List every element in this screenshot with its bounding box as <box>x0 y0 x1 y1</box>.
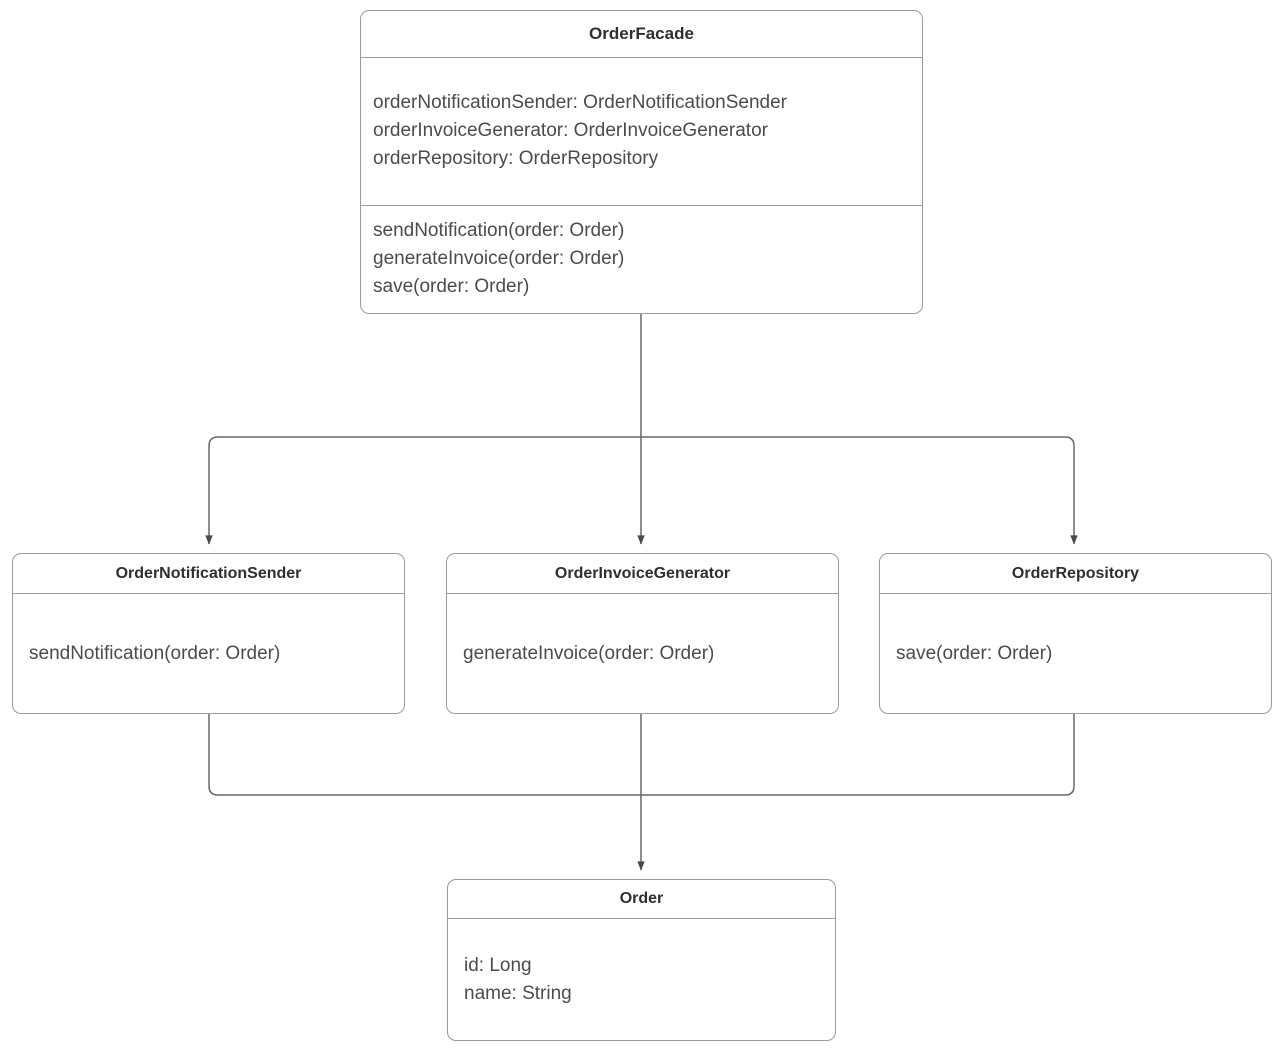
connector-notificationsender-to-order <box>208 714 641 796</box>
attribute-item: orderRepository: OrderRepository <box>373 148 659 170</box>
connector-facade-to-notificationsender <box>205 436 641 545</box>
attribute-item: id: Long <box>464 954 532 976</box>
class-box-order[interactable]: Order id: Long name: String <box>447 879 836 1041</box>
operation-item: sendNotification(order: Order) <box>373 220 625 242</box>
attribute-item: orderNotificationSender: OrderNotificati… <box>373 92 787 114</box>
operations-compartment-orderrepository: save(order: Order) <box>880 594 1271 713</box>
class-name-orderrepository: OrderRepository <box>880 554 1271 594</box>
operation-item: save(order: Order) <box>373 276 530 298</box>
operations-compartment-ordernotificationsender: sendNotification(order: Order) <box>13 594 404 713</box>
connector-facade-to-repository <box>641 436 1078 545</box>
attributes-compartment-order: id: Long name: String <box>448 919 835 1040</box>
connector-repository-to-order <box>641 714 1075 796</box>
operation-item: generateInvoice(order: Order) <box>373 248 625 270</box>
attributes-compartment-orderfacade: orderNotificationSender: OrderNotificati… <box>361 58 922 206</box>
class-name-order: Order <box>448 880 835 919</box>
class-box-orderfacade[interactable]: OrderFacade orderNotificationSender: Ord… <box>360 10 923 314</box>
class-box-orderrepository[interactable]: OrderRepository save(order: Order) <box>879 553 1272 714</box>
operations-compartment-orderinvoicegenerator: generateInvoice(order: Order) <box>447 594 838 713</box>
class-name-ordernotificationsender: OrderNotificationSender <box>13 554 404 594</box>
attribute-item: orderInvoiceGenerator: OrderInvoiceGener… <box>373 120 768 142</box>
attribute-item: name: String <box>464 982 572 1004</box>
operation-item: sendNotification(order: Order) <box>29 642 281 664</box>
operation-item: generateInvoice(order: Order) <box>463 642 715 664</box>
operation-item: save(order: Order) <box>896 642 1053 664</box>
operations-compartment-orderfacade: sendNotification(order: Order) generateI… <box>361 206 922 314</box>
class-name-orderfacade: OrderFacade <box>361 11 922 58</box>
class-box-orderinvoicegenerator[interactable]: OrderInvoiceGenerator generateInvoice(or… <box>446 553 839 714</box>
class-name-orderinvoicegenerator: OrderInvoiceGenerator <box>447 554 838 594</box>
class-box-ordernotificationsender[interactable]: OrderNotificationSender sendNotification… <box>12 553 405 714</box>
